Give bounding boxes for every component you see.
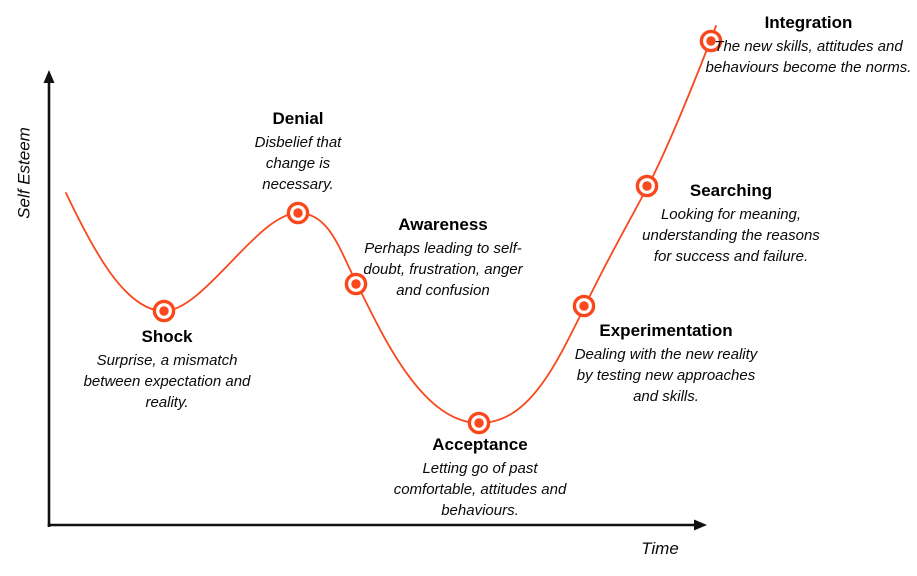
stage-name: Denial	[272, 109, 324, 128]
stage-description: Disbelief that change is necessary.	[254, 134, 342, 193]
stage-markers	[152, 29, 723, 435]
stage-marker-shock	[152, 299, 176, 323]
stage-marker-experimentation	[572, 294, 596, 318]
stage-description: Letting go of past comfortable, attitude…	[393, 460, 567, 519]
stage-name: Searching	[689, 181, 773, 200]
stage-label-acceptance: Acceptance Letting go of past comfortabl…	[388, 434, 572, 521]
stage-label-integration: Integration The new skills, attitudes an…	[702, 12, 915, 78]
stage-name: Awareness	[398, 215, 488, 234]
stage-description: Perhaps leading to self-doubt, frustrati…	[363, 240, 523, 299]
stage-description: Dealing with the new reality by testing …	[574, 346, 758, 405]
stage-name: Integration	[764, 13, 853, 32]
stage-description: Surprise, a mismatch between expectation…	[83, 352, 251, 411]
stage-marker-integration	[699, 29, 723, 53]
stage-description: The new skills, attitudes and behaviours…	[705, 38, 912, 76]
stage-label-searching: Searching Looking for meaning, understan…	[640, 180, 822, 267]
stage-name: Experimentation	[599, 321, 733, 340]
x-axis-label: Time	[641, 539, 679, 558]
stage-label-awareness: Awareness Perhaps leading to self-doubt,…	[350, 214, 536, 301]
stage-name: Acceptance	[432, 435, 528, 454]
stage-name: Shock	[141, 327, 193, 346]
stage-label-denial: Denial Disbelief that change is necessar…	[239, 108, 357, 195]
axes	[43, 70, 707, 531]
x-axis-arrowhead-icon	[694, 519, 707, 531]
y-axis-arrowhead-icon	[43, 70, 55, 83]
stage-marker-awareness	[344, 272, 368, 296]
stage-description: Looking for meaning, understanding the r…	[642, 206, 820, 265]
stage-marker-denial	[286, 201, 310, 225]
y-axis-label: Self Esteem	[14, 127, 34, 219]
stage-marker-acceptance	[467, 411, 491, 435]
stage-label-experimentation: Experimentation Dealing with the new rea…	[573, 320, 759, 407]
stage-marker-searching	[635, 174, 659, 198]
stage-label-shock: Shock Surprise, a mismatch between expec…	[77, 326, 257, 413]
